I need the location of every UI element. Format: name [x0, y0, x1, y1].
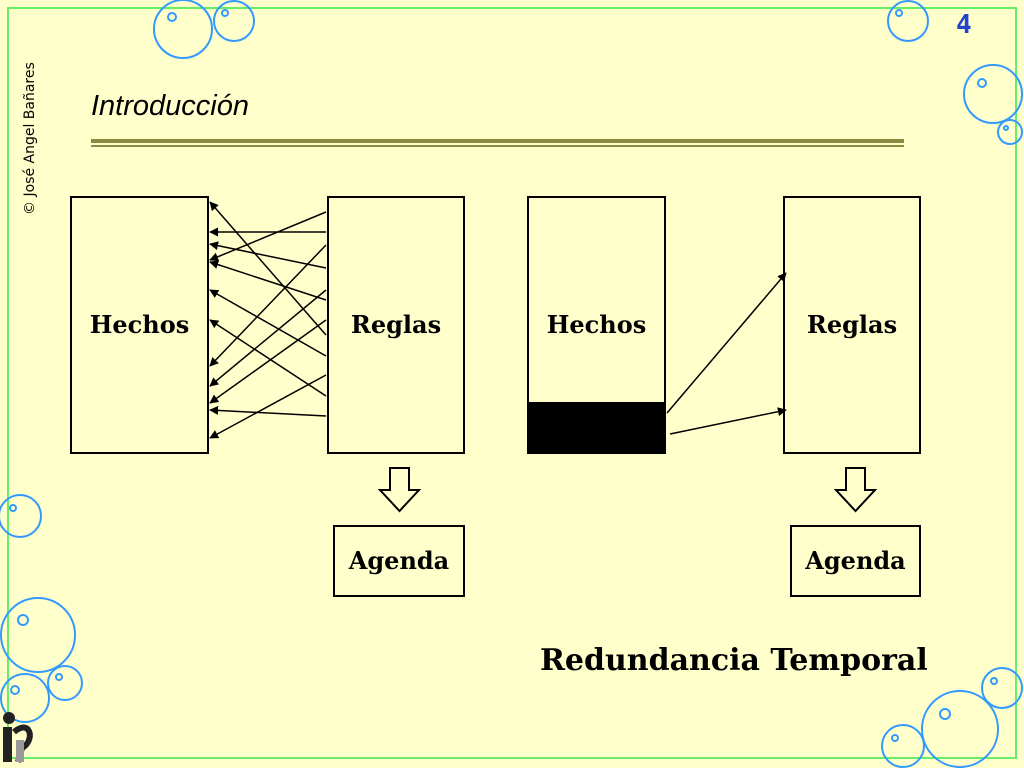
bubble-icon: [221, 9, 229, 17]
agenda-label: Agenda: [348, 546, 449, 575]
caption-redundancia-temporal: Redundancia Temporal: [540, 643, 928, 678]
hechos-box: [70, 196, 209, 454]
reglas-label: Reglas: [351, 310, 441, 339]
bubble-icon: [17, 614, 29, 626]
reglas-label: Reglas: [807, 310, 897, 339]
slide-title: Introducción: [91, 90, 249, 122]
agenda-label: Agenda: [804, 546, 905, 575]
bubble-icon: [213, 0, 255, 42]
bubble-icon: [47, 665, 83, 701]
bubble-icon: [990, 677, 998, 685]
bubble-icon: [891, 734, 899, 742]
agenda-box: [333, 525, 465, 597]
title-underline: [91, 139, 904, 143]
hechos-label: Hechos: [90, 310, 190, 339]
bubble-icon: [981, 667, 1023, 709]
bubble-icon: [997, 119, 1023, 145]
bubble-icon: [977, 78, 987, 88]
hechos-new-facts-block: [528, 402, 665, 453]
fact-rule-arrows: [666, 272, 787, 435]
bubble-icon: [921, 690, 999, 768]
bubble-icon: [9, 504, 17, 512]
slide-frame: [7, 7, 1017, 759]
bubble-icon: [881, 724, 925, 768]
diagram-right: Hechos Reglas Agenda: [527, 196, 921, 597]
slide-number: 4: [956, 10, 972, 40]
bubble-icon: [0, 494, 42, 538]
logo-icon: [3, 712, 33, 763]
bubble-icon: [55, 673, 63, 681]
bubble-icon: [153, 0, 213, 59]
bubble-icon: [895, 9, 903, 17]
reglas-box: [783, 196, 921, 454]
rule-fact-arrows: [209, 201, 327, 439]
down-arrow-icon: [377, 467, 422, 513]
bubble-icon: [0, 597, 76, 673]
down-arrow-icon: [833, 467, 878, 513]
bubble-icon: [167, 12, 177, 22]
bubble-icon: [963, 64, 1023, 124]
diagram-left: Hechos Reglas Agenda: [70, 196, 465, 597]
agenda-box: [790, 525, 921, 597]
bubble-icon: [0, 673, 50, 723]
bubble-icon: [887, 0, 929, 42]
bubble-icon: [939, 708, 951, 720]
bubble-icon: [10, 685, 20, 695]
hechos-label: Hechos: [547, 310, 647, 339]
reglas-box: [327, 196, 465, 454]
bubble-icon: [1003, 125, 1009, 131]
title-underline-thin: [91, 145, 904, 147]
